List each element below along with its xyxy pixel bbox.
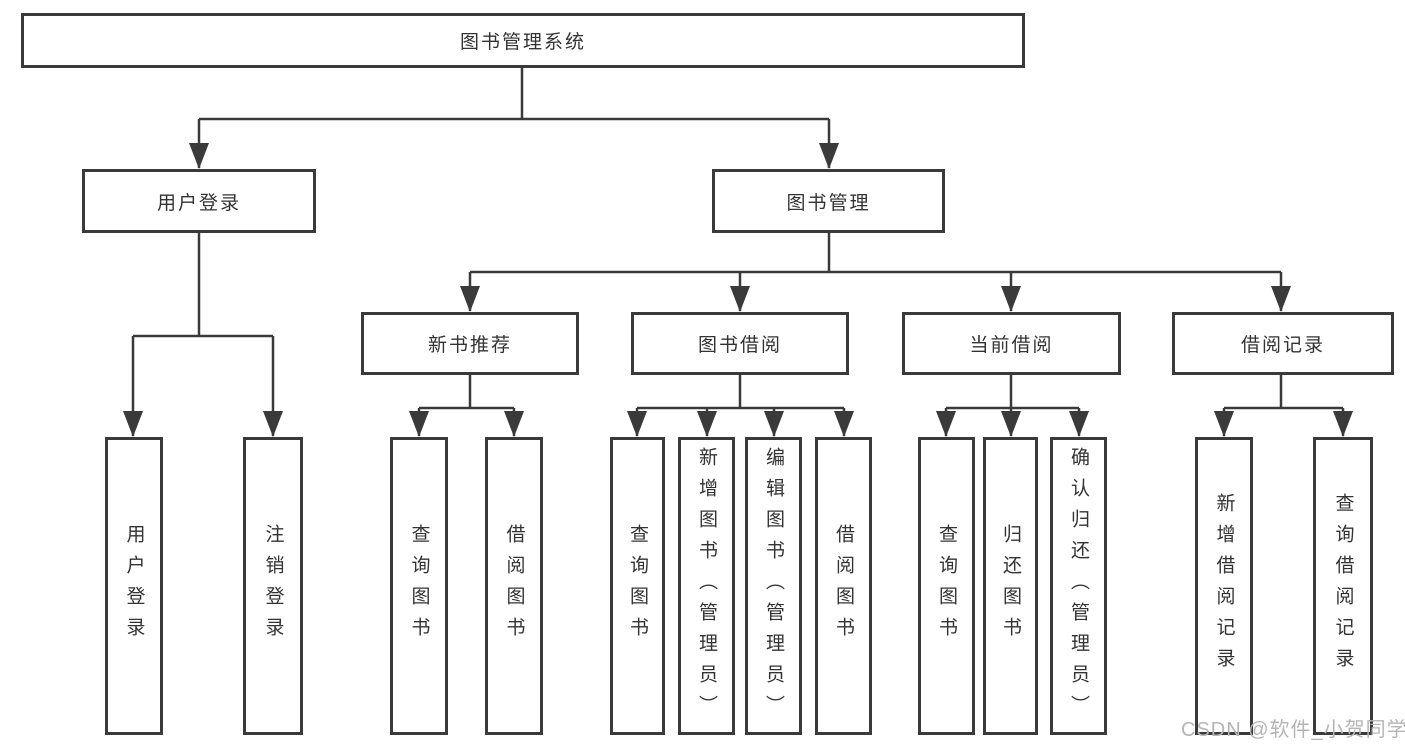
leaf-borrow-books: 借阅图书	[815, 437, 872, 735]
leaf-query-books-current: 查询图书	[918, 437, 975, 735]
leaf-add-book-admin-label: 新增图书（管理员）	[696, 446, 717, 726]
leaf-borrow-books-recommend-label: 借阅图书	[503, 524, 525, 648]
leaf-return-book: 归还图书	[983, 437, 1038, 735]
leaf-user-login-label: 用户登录	[123, 524, 145, 648]
leaf-query-books-borrow-label: 查询图书	[627, 524, 648, 648]
leaf-add-borrow-record-label: 新增借阅记录	[1213, 493, 1235, 679]
connector-root-to-level2	[189, 68, 839, 169]
leaf-borrow-books-recommend: 借阅图书	[485, 437, 543, 735]
node-book-borrow: 图书借阅	[631, 312, 849, 375]
node-borrow-records: 借阅记录	[1172, 312, 1394, 375]
connector-current-borrow-to-leaves	[936, 375, 1089, 437]
leaf-query-books-current-label: 查询图书	[936, 524, 957, 648]
node-new-book-recommend: 新书推荐	[361, 312, 579, 375]
node-current-borrow: 当前借阅	[902, 312, 1121, 375]
node-current-borrow-label: 当前借阅	[969, 335, 1054, 356]
leaf-query-books-recommend: 查询图书	[390, 437, 448, 735]
connector-new-book-to-leaves	[409, 375, 524, 437]
node-borrow-records-label: 借阅记录	[1240, 335, 1325, 356]
leaf-borrow-books-label: 借阅图书	[833, 524, 854, 648]
node-book-management: 图书管理	[712, 169, 945, 233]
connector-borrow-records-to-leaves	[1214, 375, 1353, 437]
leaf-add-book-admin: 新增图书（管理员）	[678, 437, 735, 735]
leaf-confirm-return-admin: 确认归还（管理员）	[1050, 437, 1107, 735]
node-root-label: 图书管理系统	[459, 32, 586, 53]
connector-book-borrow-to-leaves	[627, 375, 854, 437]
leaf-logout-login: 注销登录	[243, 437, 303, 735]
node-book-borrow-label: 图书借阅	[697, 335, 782, 356]
connector-book-management-to-level3	[460, 233, 1291, 312]
leaf-query-borrow-record-label: 查询借阅记录	[1332, 493, 1354, 679]
leaf-confirm-return-admin-label: 确认归还（管理员）	[1068, 446, 1089, 726]
leaf-return-book-label: 归还图书	[1000, 524, 1021, 648]
leaf-edit-book-admin-label: 编辑图书（管理员）	[763, 446, 784, 726]
node-user-login-label: 用户登录	[156, 192, 241, 214]
node-book-management-label: 图书管理	[786, 192, 871, 214]
node-new-book-recommend-label: 新书推荐	[427, 335, 512, 356]
leaf-query-books-recommend-label: 查询图书	[408, 524, 430, 648]
leaf-edit-book-admin: 编辑图书（管理员）	[745, 437, 802, 735]
node-root: 图书管理系统	[21, 13, 1025, 68]
leaf-add-borrow-record: 新增借阅记录	[1195, 437, 1253, 735]
leaf-query-borrow-record: 查询借阅记录	[1313, 437, 1373, 735]
watermark: CSDN @软件_小贺同学	[1181, 719, 1405, 741]
leaf-logout-login-label: 注销登录	[262, 524, 284, 648]
connector-user-login-to-leaves	[123, 233, 283, 437]
leaf-user-login: 用户登录	[105, 437, 163, 735]
leaf-query-books-borrow: 查询图书	[610, 437, 665, 735]
node-user-login: 用户登录	[82, 169, 316, 233]
